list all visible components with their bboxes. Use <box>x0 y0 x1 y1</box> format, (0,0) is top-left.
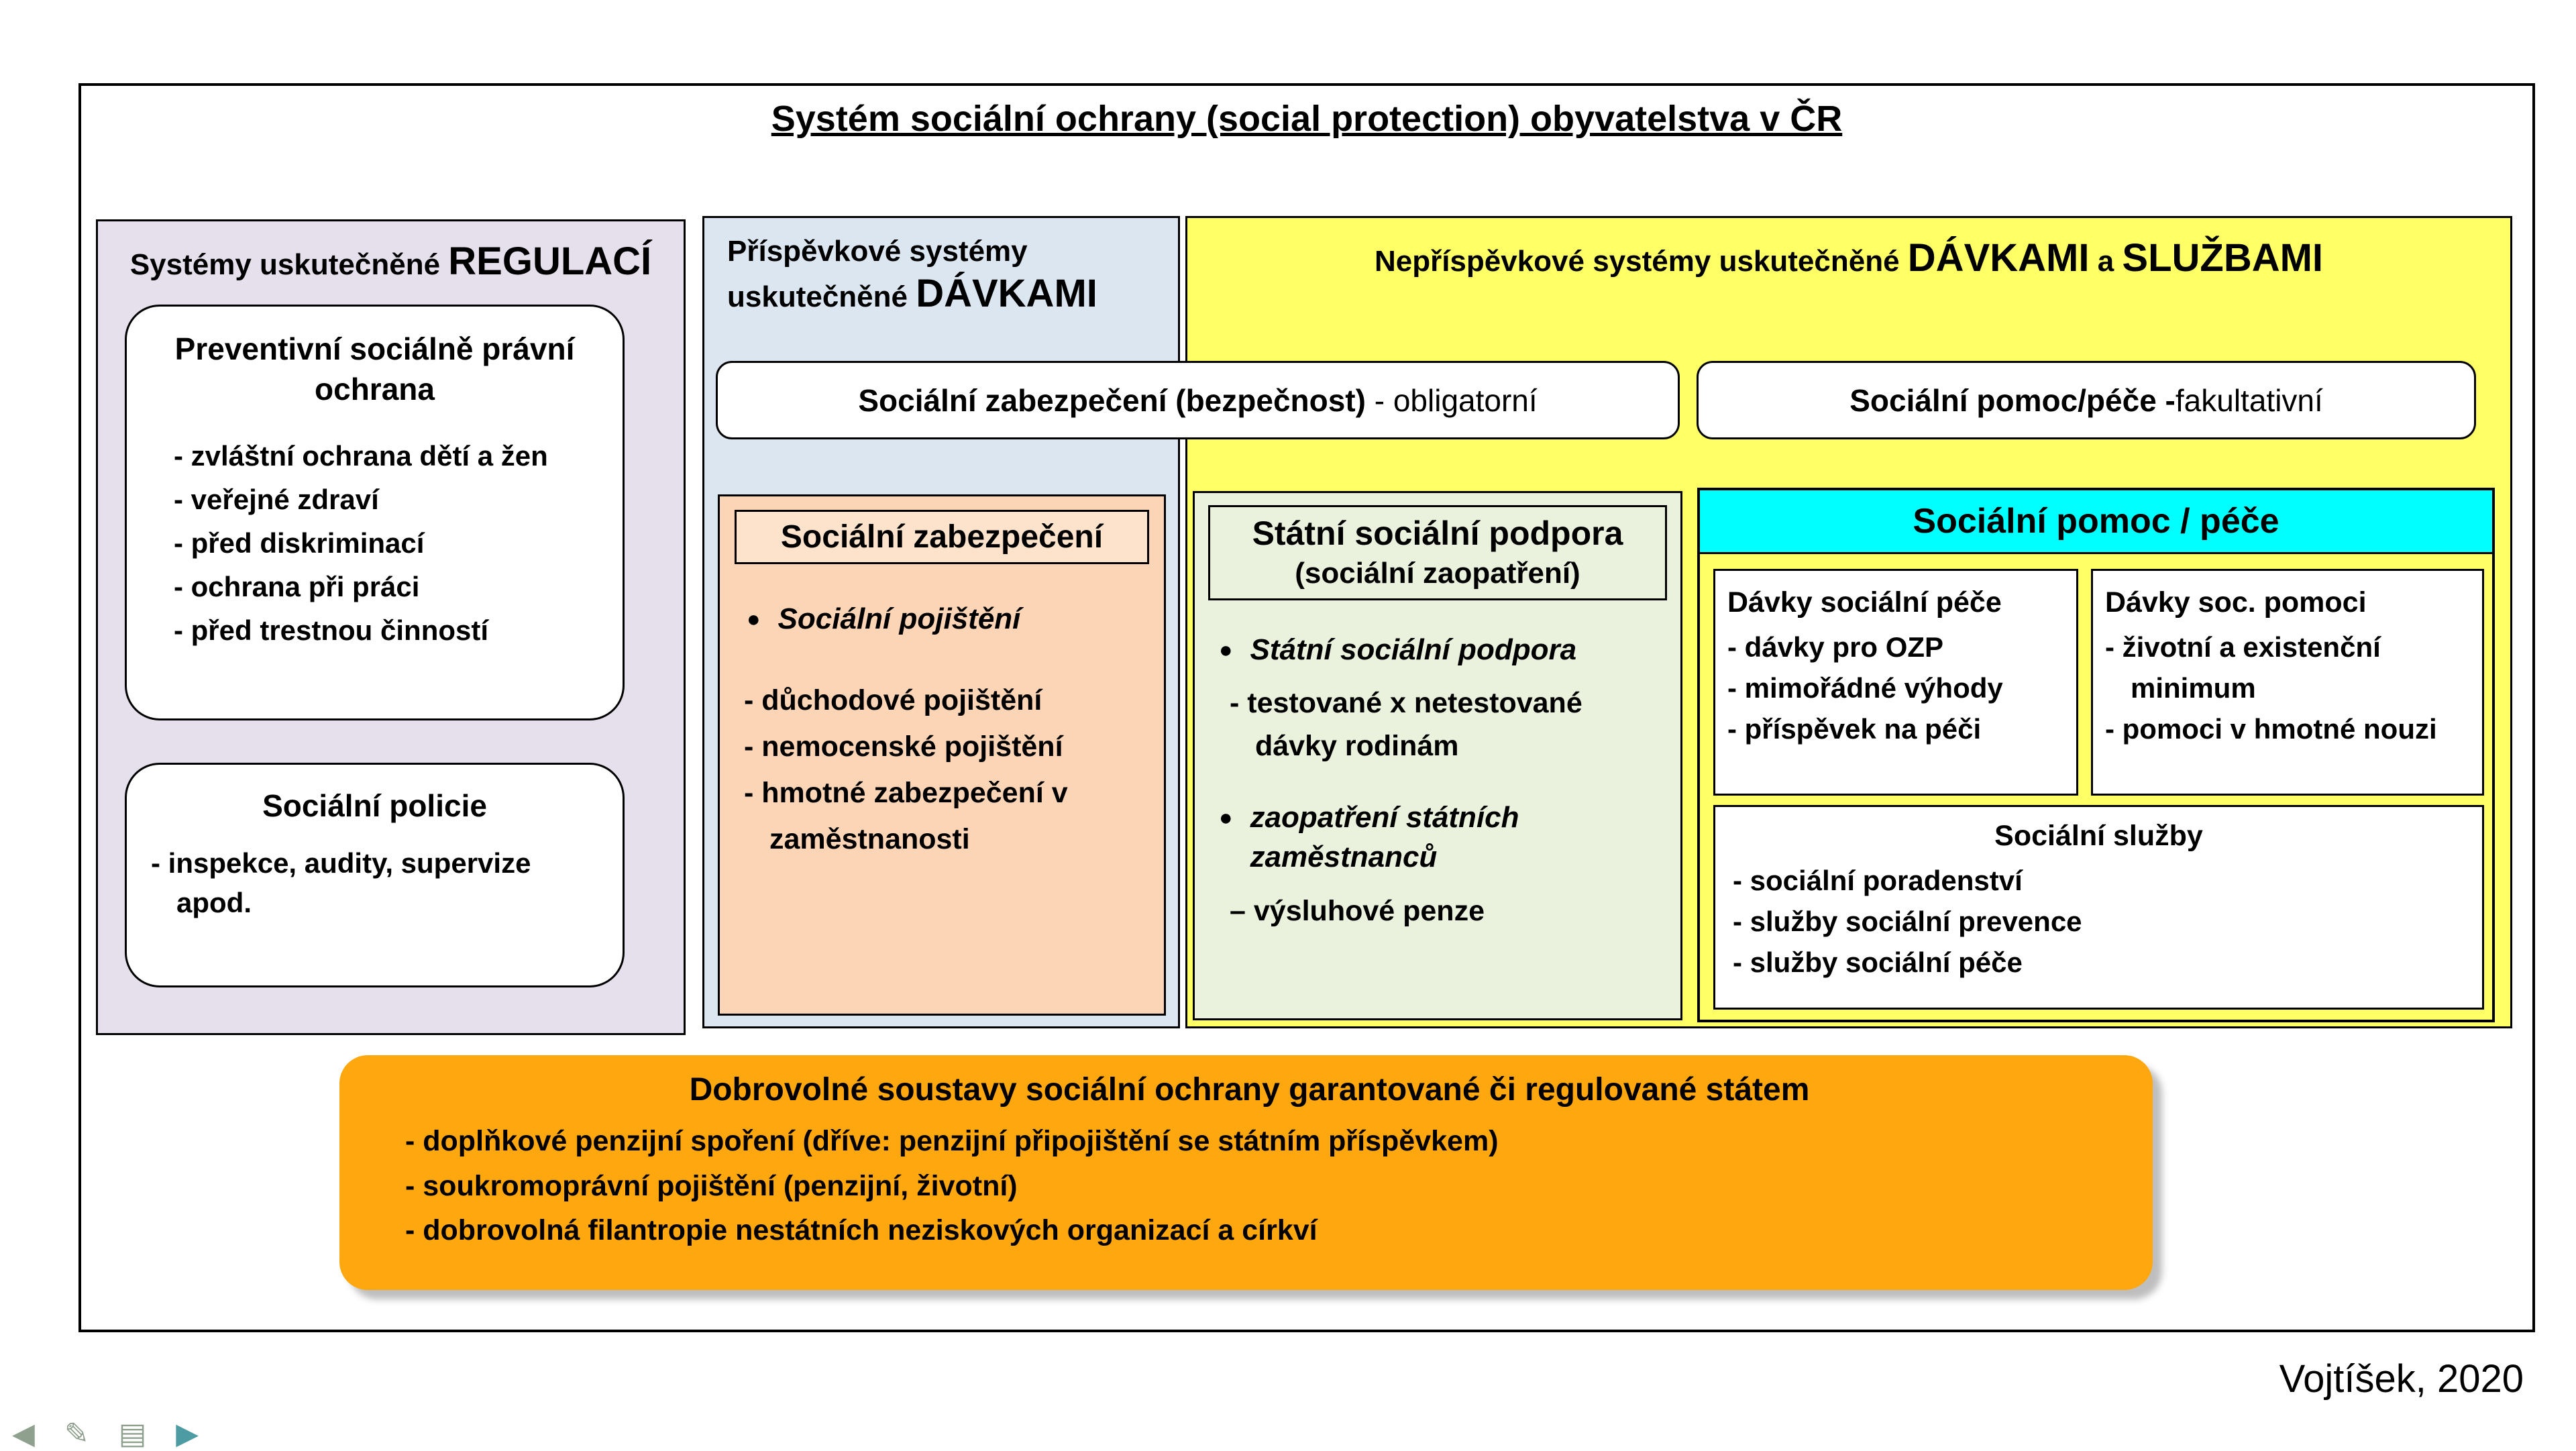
care-benefits-title: Dávky sociální péče <box>1727 586 2002 619</box>
slide-canvas: Systém sociální ochrany (social protecti… <box>78 83 2535 1332</box>
pen-tool-icon[interactable]: ✎ <box>64 1417 89 1450</box>
aid-benefits-title: Dávky soc. pomoci <box>2105 586 2367 619</box>
preventive-protection-title: Preventivní sociálně právní ochrana <box>174 331 575 407</box>
voluntary-systems-box: Dobrovolné soustavy sociální ochrany gar… <box>339 1055 2153 1290</box>
preventive-item: - ochrana při práci <box>174 570 420 602</box>
prev-slide-icon[interactable]: ◀ <box>12 1417 35 1450</box>
preventive-protection-box: Preventivní sociálně právní ochrana - zv… <box>125 305 625 720</box>
bullet-icon: ● <box>1219 637 1233 663</box>
regulation-panel: Systémy uskutečněné REGULACÍ Preventivní… <box>96 219 686 1035</box>
regulation-header-emphasis: REGULACÍ <box>448 239 652 283</box>
aid-benefit-item: - pomoci v hmotné nouzi <box>2105 713 2437 745</box>
noncontributory-header-emphasis-2: SLUŽBAMI <box>2122 236 2324 280</box>
care-benefit-item: - dávky pro OZP <box>1727 631 1944 663</box>
social-service-item: - služby sociální péče <box>1733 947 2023 979</box>
aid-benefits-box: Dávky soc. pomoci - životní a existenční… <box>2091 569 2484 796</box>
noncontributory-header-emphasis-1: DÁVKAMI <box>1907 236 2090 280</box>
regulation-header-prefix: Systémy uskutečněné <box>129 248 449 281</box>
voluntary-item: - dobrovolná filantropie nestátních nezi… <box>405 1214 1318 1247</box>
aid-benefit-item: - životní a existenční minimum <box>2105 631 2381 704</box>
voluntary-item: - soukromoprávní pojištění (penzijní, ži… <box>405 1169 1018 1202</box>
voluntary-systems-list: - doplňkové penzijní spoření (dříve: pen… <box>386 1119 2112 1253</box>
social-security-box: Sociální zabezpečení ● Sociální pojištěn… <box>718 494 1166 1016</box>
presentation-toolbar: ◀ ✎ ▤ ▶ <box>12 1417 199 1451</box>
obligatory-banner-rest: - obligatorní <box>1365 382 1538 418</box>
credit-text: Vojtíšek, 2020 <box>2279 1357 2524 1401</box>
security-item: - důchodové pojištění <box>744 684 1042 717</box>
state-support-bullet-2-label: zaopatření státních zaměstnanců <box>1250 800 1519 874</box>
state-support-subtitle: (sociální zaopatření) <box>1295 556 1580 590</box>
social-assistance-box: Sociální pomoc / péče Dávky sociální péč… <box>1697 488 2495 1022</box>
social-services-title: Sociální služby <box>1994 820 2203 852</box>
social-service-item: - sociální poradenství <box>1733 865 2023 897</box>
preventive-item: - zvláštní ochrana dětí a žen <box>174 439 548 472</box>
social-services-box: Sociální služby - sociální poradenství -… <box>1713 805 2484 1010</box>
preventive-item: - veřejné zdraví <box>174 483 379 515</box>
social-insurance-label: Sociální pojištění <box>777 602 1021 635</box>
noncontributory-header-prefix: Nepříspěvkové systémy uskutečněné <box>1374 245 1908 278</box>
voluntary-systems-title: Dobrovolné soustavy sociální ochrany gar… <box>689 1072 1810 1108</box>
voluntary-item: - doplňkové penzijní spoření (dříve: pen… <box>405 1125 1499 1157</box>
state-support-item-2: – výsluhové penze <box>1230 894 1485 927</box>
state-support-header: Státní sociální podpora (sociální zaopat… <box>1208 505 1667 600</box>
notes-icon[interactable]: ▤ <box>118 1417 147 1450</box>
social-police-box: Sociální policie - inspekce, audity, sup… <box>125 763 625 987</box>
social-security-list: - důchodové pojištění - nemocenské pojiš… <box>744 678 1150 862</box>
social-insurance-bullet-line: ● Sociální pojištění <box>747 599 1150 639</box>
state-support-box: Státní sociální podpora (sociální zaopat… <box>1193 491 1682 1020</box>
care-benefit-item: - příspěvek na péči <box>1727 713 1982 745</box>
preventive-protection-list: - zvláštní ochrana dětí a žen - veřejné … <box>174 434 604 652</box>
noncontributory-header-mid: a <box>2089 245 2123 278</box>
social-service-item: - služby sociální prevence <box>1733 906 2082 938</box>
preventive-item: - před diskriminací <box>174 527 425 559</box>
facultative-banner-bold: Sociální pomoc/péče - <box>1849 382 2176 418</box>
care-benefits-box: Dávky sociální péče - dávky pro OZP - mi… <box>1713 569 2078 796</box>
state-support-title: Státní sociální podpora <box>1252 515 1623 552</box>
bullet-icon: ● <box>747 606 761 632</box>
facultative-banner: Sociální pomoc/péče - fakultativní <box>1697 361 2476 439</box>
state-support-bullet-2: ● zaopatření státních zaměstnanců <box>1219 798 1663 877</box>
state-support-item-1: - testované x netestované dávky rodinám <box>1230 686 1582 763</box>
social-police-title: Sociální policie <box>262 788 487 823</box>
security-item: - nemocenské pojištění <box>744 731 1063 763</box>
contributory-header-prefix: uskutečněné <box>727 280 916 313</box>
page-title-text: Systém sociální ochrany (social protecti… <box>771 99 1843 139</box>
next-slide-icon[interactable]: ▶ <box>176 1417 199 1450</box>
state-support-bullet-1: ● Státní sociální podpora <box>1219 630 1663 669</box>
page-title: Systém sociální ochrany (social protecti… <box>81 98 2532 140</box>
contributory-panel: Příspěvkové systémy uskutečněné DÁVKAMI … <box>702 216 1180 1028</box>
obligatory-banner: Sociální zabezpečení (bezpečnost) - obli… <box>716 361 1680 439</box>
social-police-line: - inspekce, audity, supervize apod. <box>151 847 531 918</box>
contributory-header-emphasis: DÁVKAMI <box>916 272 1097 315</box>
bullet-icon: ● <box>1219 804 1233 830</box>
facultative-banner-rest: fakultativní <box>2175 382 2323 418</box>
noncontributory-panel-header: Nepříspěvkové systémy uskutečněné DÁVKAM… <box>1187 235 2510 280</box>
noncontributory-panel: Nepříspěvkové systémy uskutečněné DÁVKAM… <box>1185 216 2512 1028</box>
care-benefit-item: - mimořádné výhody <box>1727 672 2003 704</box>
social-assistance-title: Sociální pomoc / péče <box>1700 490 2492 554</box>
contributory-header-line1: Příspěvkové systémy <box>727 235 1028 268</box>
contributory-panel-header: Příspěvkové systémy uskutečněné DÁVKAMI <box>727 233 1178 319</box>
preventive-item: - před trestnou činností <box>174 614 489 646</box>
regulation-panel-header: Systémy uskutečněné REGULACÍ <box>98 239 684 284</box>
security-item: - hmotné zabezpečení v zaměstnanosti <box>744 776 1068 855</box>
contributory-header-line2: uskutečněné DÁVKAMI <box>727 270 1178 319</box>
state-support-bullet-1-label: Státní sociální podpora <box>1250 633 1577 666</box>
obligatory-banner-bold: Sociální zabezpečení (bezpečnost) <box>858 382 1366 418</box>
social-security-title: Sociální zabezpečení <box>735 510 1149 564</box>
